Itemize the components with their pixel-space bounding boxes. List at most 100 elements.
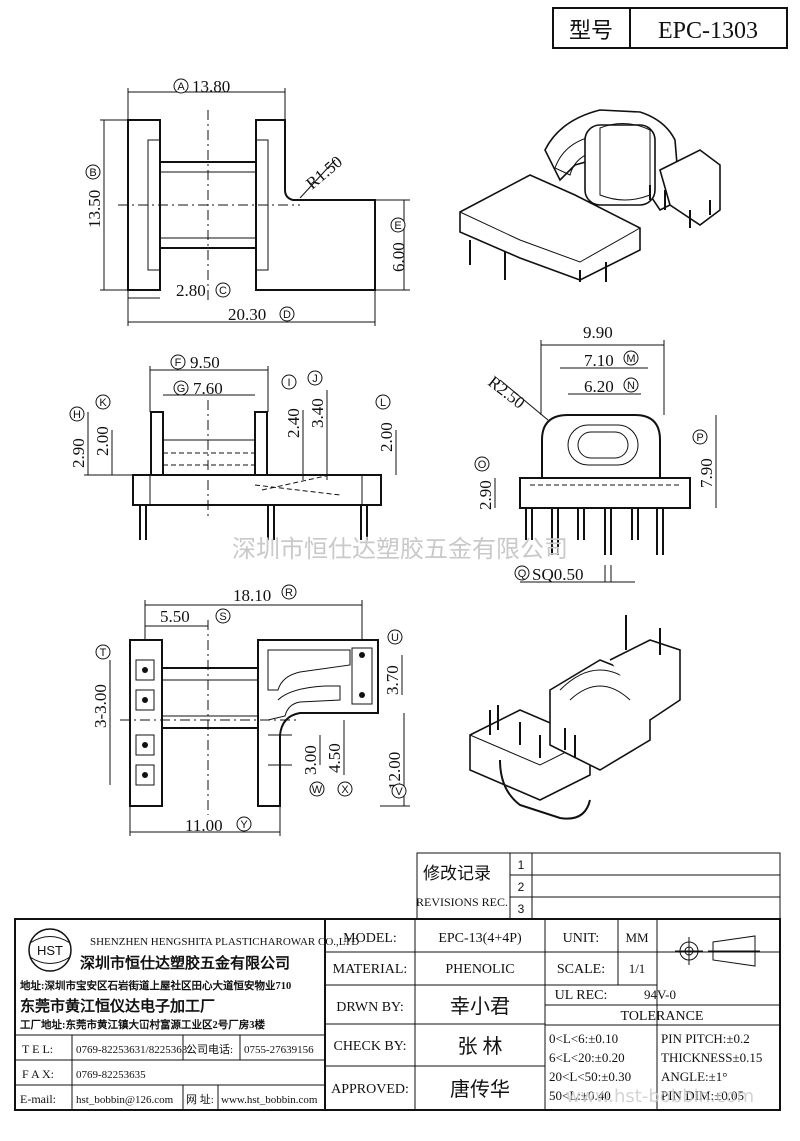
logo-text: HST — [37, 943, 63, 958]
dim-H: 2.90 — [69, 438, 88, 468]
spec-approved-value: 唐传华 — [450, 1078, 510, 1101]
side-view: F 9.50 G 7.60 I 2.40 J 3.40 H 2.90 K 2.0… — [69, 353, 397, 540]
dim-letter-O: O — [478, 459, 487, 471]
dim-letter-D: D — [283, 309, 291, 321]
spec-grid — [325, 919, 781, 1110]
dim-letter-S: S — [219, 611, 226, 623]
dim-L: 2.00 — [377, 422, 396, 452]
spec-material-label: MATERIAL: — [333, 962, 408, 977]
dim-letter-Q: Q — [518, 568, 527, 580]
tel-value: 0769-82253631/82253632 — [76, 1044, 193, 1056]
iso-view-top — [459, 109, 721, 282]
dim-letter-R: R — [285, 587, 293, 599]
footer-watermark: www.hst-bobbin.com — [566, 1086, 754, 1107]
dim-R: 18.10 — [233, 586, 271, 605]
dim-letter-K: J — [312, 373, 318, 385]
tol-pin-pitch: PIN PITCH:±0.2 — [661, 1031, 750, 1046]
dim-U: 3.70 — [383, 665, 402, 695]
dim-letter-M: M — [626, 353, 635, 365]
company-tel-label: 公司电话: — [186, 1043, 233, 1056]
dim-R2: R2.50 — [485, 372, 529, 412]
dim-I: 2.00 — [93, 426, 112, 456]
spec-approved-label: APPROVED: — [331, 1082, 409, 1097]
dim-letter-J: I — [287, 377, 290, 389]
tol-2: 6<L<20:±0.20 — [549, 1050, 625, 1065]
fax-value: 0769-82253635 — [76, 1069, 146, 1081]
email-label: E-mail: — [20, 1092, 56, 1106]
revisions-block: 修改记录 REVISIONS REC. 1 2 3 — [416, 852, 781, 920]
dim-K: 3.40 — [308, 398, 327, 428]
dim-letter-E: E — [394, 220, 401, 232]
dim-letter-L: L — [380, 397, 386, 409]
hst-logo: HST — [28, 928, 72, 972]
model-header-value: EPC-1303 — [658, 18, 758, 44]
fax-label: F A X: — [22, 1067, 54, 1081]
company-tel-value: 0755-27639156 — [244, 1044, 314, 1056]
tol-pin-dim: PIN DIM:±0.05 — [661, 1088, 744, 1103]
tol-angle: ANGLE:±1° — [661, 1069, 728, 1084]
spec-material-value: PHENOLIC — [445, 962, 514, 977]
title-block: HST SHENZHEN HENGSHITA PLASTICHAROWAR CO… — [14, 918, 781, 1111]
dim-letter-W: W — [312, 784, 323, 796]
projection-symbol — [675, 935, 760, 967]
dim-R1: R1.50 — [302, 152, 346, 193]
spec-check-label: CHECK BY: — [333, 1039, 406, 1054]
spec-check-value: 张 林 — [458, 1035, 503, 1058]
dim-J: 2.40 — [284, 408, 303, 438]
dim-letter-B: B — [89, 167, 96, 179]
tolerance-label: TOLERANCE — [621, 1009, 704, 1024]
revision-row-2: 2 — [518, 880, 525, 894]
dim-letter-C: C — [219, 285, 227, 297]
dim-letter-V: V — [395, 786, 403, 798]
dim-X: 4.50 — [325, 743, 344, 773]
dim-E: 6.00 — [389, 242, 408, 272]
revisions-label-en: REVISIONS REC. — [416, 895, 508, 909]
revisions-label-cn: 修改记录 — [423, 864, 491, 883]
spec-ul-label: UL REC: — [555, 988, 608, 1003]
end-view: 9.90 7.10 M 6.20 N R2.50 P 7.90 O 2.90 Q… — [474, 323, 717, 584]
dim-letter-Y: Y — [240, 819, 248, 831]
dim-T: 3-3.00 — [91, 684, 110, 728]
dim-P: 7.90 — [697, 458, 716, 488]
company-name-cn: 深圳市恒仕达塑胶五金有限公司 — [80, 954, 290, 972]
spec-ul-value: 94V-0 — [644, 987, 676, 1002]
dim-letter-I: K — [99, 397, 107, 409]
tol-1: 0<L<6:±0.10 — [549, 1031, 618, 1046]
spec-scale-value: 1/1 — [629, 961, 646, 976]
tel-label: T E L: — [22, 1042, 53, 1056]
revision-row-1: 1 — [518, 858, 525, 872]
company-name-en: SHENZHEN HENGSHITA PLASTICHAROWAR CO.,LT… — [90, 936, 359, 948]
dim-B: 13.50 — [85, 190, 104, 228]
tol-3: 20<L<50:±0.30 — [549, 1069, 631, 1084]
dim-S: 5.50 — [160, 607, 190, 626]
dim-G: 7.60 — [193, 379, 223, 398]
dim-O: 2.90 — [476, 480, 495, 510]
company-address: 地址:深圳市宝安区石岩街道上屋社区田心大道恒安物业710 — [20, 979, 291, 992]
watermark-text: 深圳市恒仕达塑胶五金有限公司 — [232, 535, 568, 563]
model-header-box: 型号 EPC-1303 — [552, 7, 788, 49]
dim-F: 9.50 — [190, 353, 220, 372]
spec-drawn-value: 幸小君 — [450, 995, 510, 1018]
spec-model-value: EPC-13(4+4P) — [438, 931, 522, 946]
dim-D: 20.30 — [228, 305, 266, 324]
dim-M: 7.10 — [584, 351, 614, 370]
dim-letter-F: F — [175, 357, 182, 369]
bottom-view: 18.10 R 5.50 S T 3-3.00 U 3.70 3.00 W 4.… — [91, 584, 410, 836]
dim-letter-A: A — [177, 81, 185, 93]
tol-4: 50<L:±0.40 — [549, 1088, 611, 1103]
dim-A: 13.80 — [192, 77, 230, 96]
iso-view-bottom — [469, 615, 681, 820]
dim-V: 12.00 — [385, 752, 404, 790]
dim-letter-U: U — [391, 632, 399, 644]
spec-unit-label: UNIT: — [563, 931, 600, 946]
dim-C: 2.80 — [176, 281, 206, 300]
dim-Q: SQ0.50 — [532, 565, 583, 584]
factory-address: 工厂地址:东莞市黄江镇大冚村富源工业区2号厂房3楼 — [20, 1018, 265, 1031]
factory-name: 东莞市黄江恒仪达电子加工厂 — [20, 997, 215, 1015]
dim-letter-T: T — [100, 647, 107, 659]
web-value: www.hst_bobbin.com — [221, 1094, 318, 1106]
dim-letter-G: G — [177, 383, 186, 395]
email-value: hst_bobbin@126.com — [76, 1094, 174, 1106]
dim-letter-X: X — [341, 784, 349, 796]
